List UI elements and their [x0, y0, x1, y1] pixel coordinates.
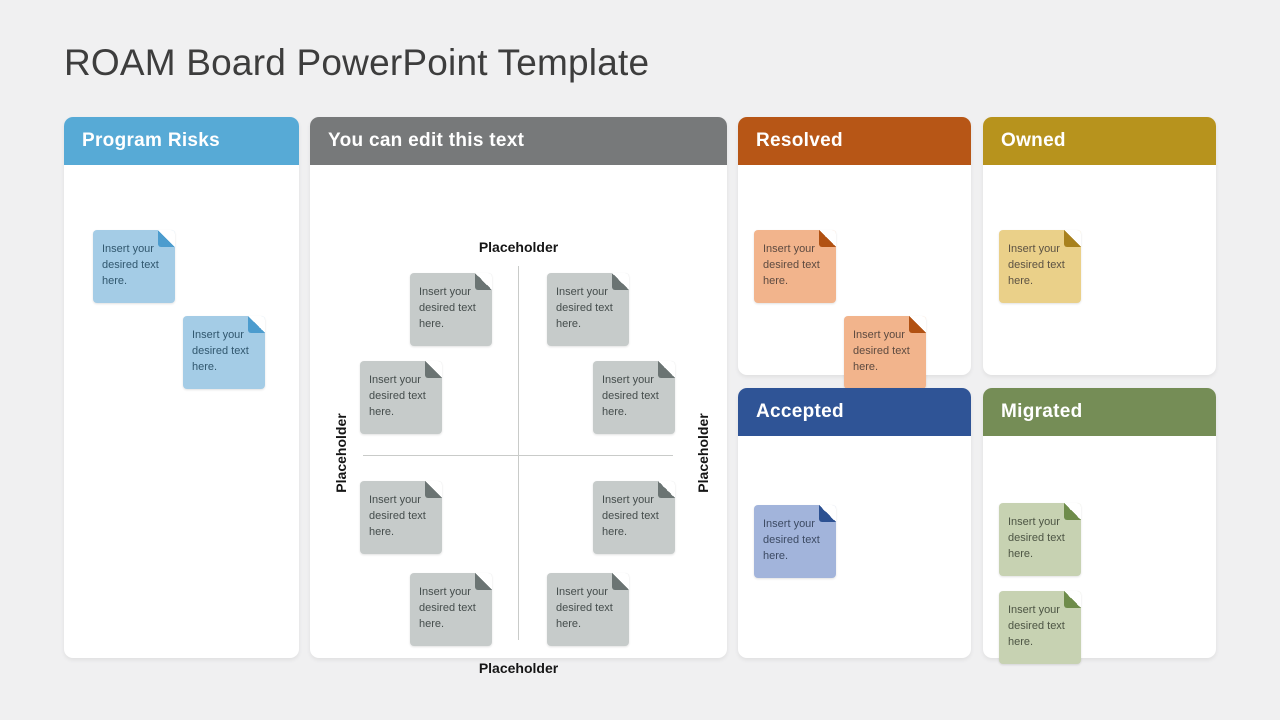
- sticky-note-text: Insert your desired text here.: [192, 329, 249, 373]
- axis-label-top[interactable]: Placeholder: [478, 239, 559, 255]
- panel-header-accepted[interactable]: Accepted: [738, 388, 971, 436]
- sticky-note-text: Insert your desired text here.: [602, 374, 659, 418]
- panel-accepted: Accepted Insert your desired text here.: [738, 388, 971, 658]
- panel-owned: Owned Insert your desired text here.: [983, 117, 1216, 375]
- sticky-note-text: Insert your desired text here.: [556, 286, 613, 330]
- panel-program-risks: Program Risks Insert your desired text h…: [64, 117, 299, 658]
- panel-header-editable[interactable]: You can edit this text: [310, 117, 727, 165]
- sticky-note[interactable]: Insert your desired text here.: [999, 503, 1081, 576]
- axis-label-bottom[interactable]: Placeholder: [478, 660, 559, 676]
- panel-body-owned: Insert your desired text here.: [983, 165, 1216, 375]
- sticky-note[interactable]: Insert your desired text here.: [999, 591, 1081, 664]
- sticky-note-text: Insert your desired text here.: [419, 586, 476, 630]
- sticky-note[interactable]: Insert your desired text here.: [844, 316, 926, 389]
- sticky-note[interactable]: Insert your desired text here.: [547, 273, 629, 346]
- sticky-note-text: Insert your desired text here.: [102, 243, 159, 287]
- panel-title-resolved: Resolved: [756, 130, 843, 151]
- sticky-note[interactable]: Insert your desired text here.: [547, 573, 629, 646]
- panel-body-accepted: Insert your desired text here.: [738, 436, 971, 658]
- quadrant-horizontal-axis: [363, 455, 673, 456]
- axis-label-right[interactable]: Placeholder: [695, 413, 711, 493]
- sticky-note-text: Insert your desired text here.: [369, 374, 426, 418]
- sticky-note[interactable]: Insert your desired text here.: [183, 316, 265, 389]
- sticky-note[interactable]: Insert your desired text here.: [593, 481, 675, 554]
- sticky-note-text: Insert your desired text here.: [1008, 516, 1065, 560]
- panel-body-resolved: Insert your desired text here. Insert yo…: [738, 165, 971, 389]
- panel-body-migrated: Insert your desired text here. Insert yo…: [983, 436, 1216, 664]
- sticky-note-text: Insert your desired text here.: [1008, 243, 1065, 287]
- sticky-note[interactable]: Insert your desired text here.: [593, 361, 675, 434]
- quadrant-vertical-axis: [518, 266, 519, 640]
- sticky-note-text: Insert your desired text here.: [763, 518, 820, 562]
- sticky-note[interactable]: Insert your desired text here.: [754, 505, 836, 578]
- sticky-note[interactable]: Insert your desired text here.: [360, 481, 442, 554]
- sticky-note[interactable]: Insert your desired text here.: [93, 230, 175, 303]
- panel-title-program-risks: Program Risks: [82, 130, 221, 151]
- sticky-note-text: Insert your desired text here.: [556, 586, 613, 630]
- panel-header-program-risks[interactable]: Program Risks: [64, 117, 299, 165]
- sticky-note[interactable]: Insert your desired text here.: [754, 230, 836, 303]
- panel-title-owned: Owned: [1001, 130, 1066, 151]
- slide-title[interactable]: ROAM Board PowerPoint Template: [64, 42, 650, 83]
- panel-header-resolved[interactable]: Resolved: [738, 117, 971, 165]
- panel-migrated: Migrated Insert your desired text here. …: [983, 388, 1216, 664]
- panel-title-accepted: Accepted: [756, 401, 844, 422]
- sticky-note-text: Insert your desired text here.: [1008, 604, 1065, 648]
- panel-title-migrated: Migrated: [1001, 401, 1083, 422]
- panel-body-editable: Placeholder Placeholder Placeholder Plac…: [310, 165, 727, 676]
- sticky-note[interactable]: Insert your desired text here.: [999, 230, 1081, 303]
- panel-header-owned[interactable]: Owned: [983, 117, 1216, 165]
- panel-resolved: Resolved Insert your desired text here. …: [738, 117, 971, 389]
- sticky-note-text: Insert your desired text here.: [419, 286, 476, 330]
- sticky-note[interactable]: Insert your desired text here.: [410, 273, 492, 346]
- sticky-note[interactable]: Insert your desired text here.: [360, 361, 442, 434]
- sticky-note-text: Insert your desired text here.: [763, 243, 820, 287]
- sticky-note-text: Insert your desired text here.: [853, 329, 910, 373]
- sticky-note-text: Insert your desired text here.: [369, 494, 426, 538]
- sticky-note-text: Insert your desired text here.: [602, 494, 659, 538]
- axis-label-left[interactable]: Placeholder: [333, 413, 349, 493]
- panel-body-program-risks: Insert your desired text here. Insert yo…: [64, 165, 299, 658]
- panel-header-migrated[interactable]: Migrated: [983, 388, 1216, 436]
- sticky-note[interactable]: Insert your desired text here.: [410, 573, 492, 646]
- panel-editable-quadrant: You can edit this text Placeholder Place…: [310, 117, 727, 676]
- panel-title-editable: You can edit this text: [328, 130, 525, 151]
